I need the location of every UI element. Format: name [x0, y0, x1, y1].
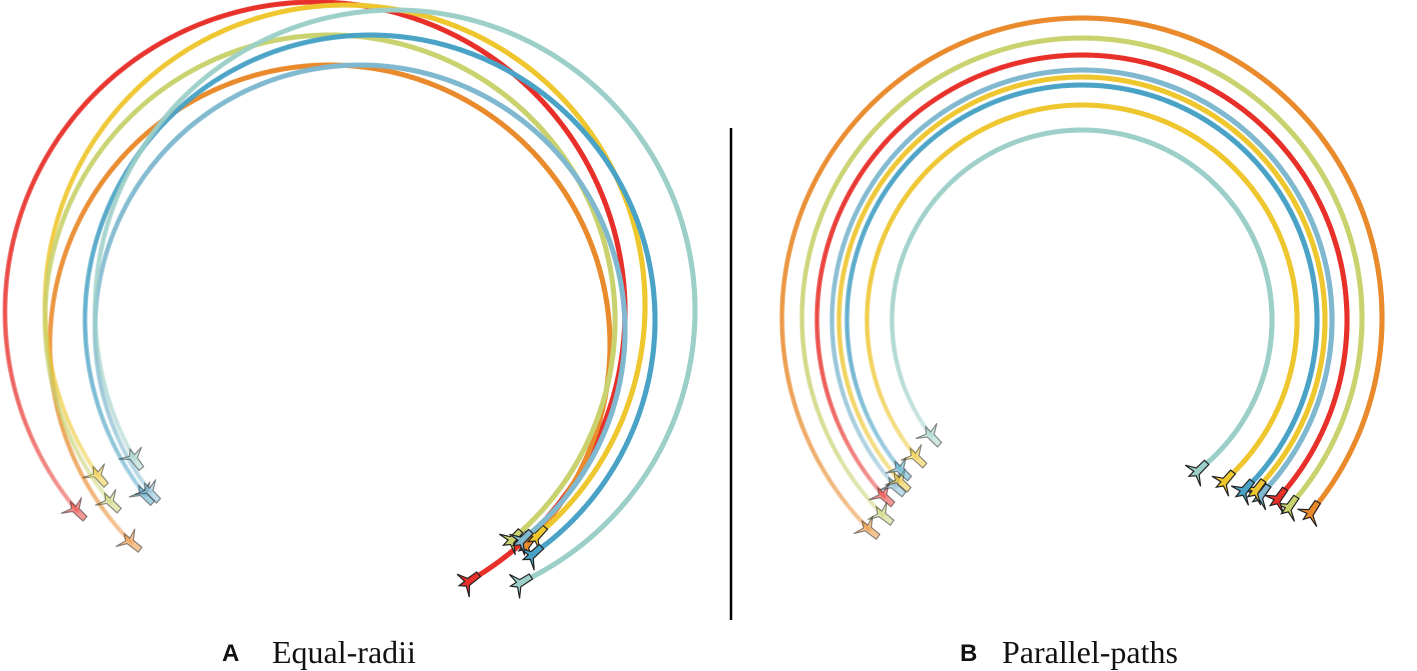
panel-equal-radii: [2, 0, 697, 600]
bird-icon: [454, 565, 487, 599]
bird-icon: [59, 494, 94, 528]
